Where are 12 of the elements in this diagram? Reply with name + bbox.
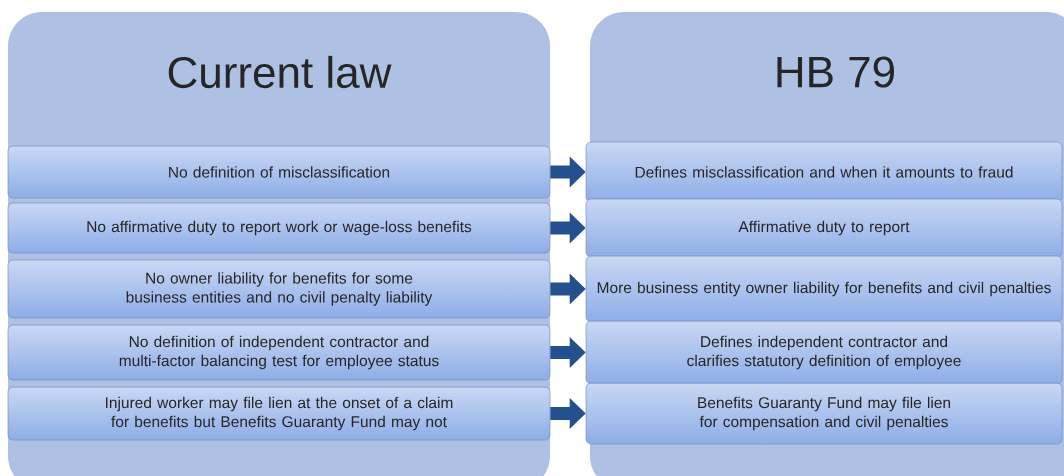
panel-heading: HB 79 (777, 56, 894, 88)
row-box: No definition of misclassification (7, 145, 551, 199)
row-box: Affirmative duty to report (585, 198, 1063, 258)
row-box: Benefits Guaranty Fund may file lien for compensation and civil penalties (585, 382, 1063, 445)
row-box: More business entity owner liability for benefits and civil penalties (585, 255, 1063, 323)
row-box: Defines misclassification and when it amounts to fraud (585, 141, 1063, 203)
row-box: No definition of independent contractor and multi-factor balancing test for employee status (7, 324, 551, 381)
panel-heading: Current law (168, 55, 392, 89)
row-box: Injured worker may file lien at the onset of a claim for benefits but Benefits Guaranty Fund may not (7, 386, 551, 441)
row-box: Defines independent contractor and clarifies statutory definition of employee (585, 320, 1063, 385)
row-box: No affirmative duty to report work or wage-loss benefits (7, 202, 551, 254)
row-box: No owner liability for benefits for some business entities and no civil penalty liability (7, 259, 551, 319)
